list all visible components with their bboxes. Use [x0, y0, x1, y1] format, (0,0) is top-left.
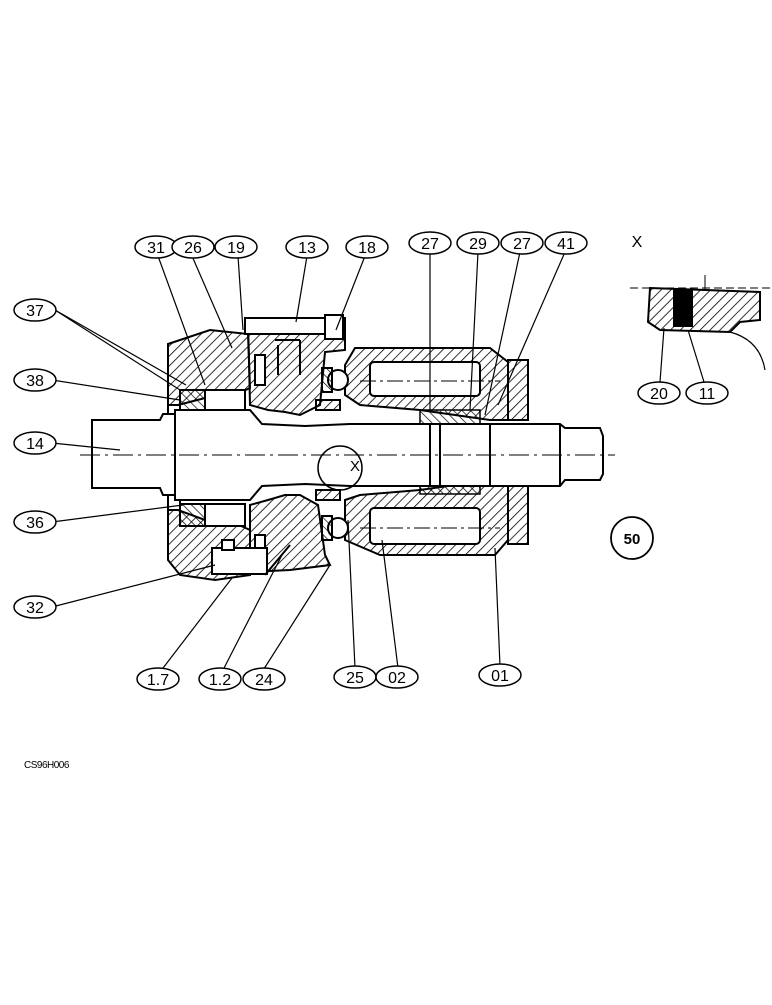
callout-label: 11	[699, 386, 716, 403]
callout-17: 1.7	[136, 667, 180, 691]
callout-label: 1.7	[147, 672, 169, 689]
callout-label: 14	[26, 436, 44, 453]
callout-14: 14	[13, 431, 57, 455]
callout-36: 36	[13, 510, 57, 534]
swash-housing	[246, 317, 346, 574]
detail-marker-x: X	[632, 234, 643, 251]
callout-41: 41	[544, 231, 588, 255]
callout-label: 25	[346, 670, 364, 687]
callout-37: 37	[13, 298, 57, 322]
page-badge: 50	[610, 516, 654, 560]
callout-label: 29	[469, 236, 487, 253]
callout-label: 31	[147, 240, 165, 257]
callout-01: 01	[478, 663, 522, 687]
piston-shoes	[321, 367, 349, 541]
port-plate	[507, 359, 529, 545]
callout-label: 32	[26, 600, 44, 617]
callout-label: 20	[650, 386, 668, 403]
callout-label: 36	[26, 515, 44, 532]
callout-24: 24	[242, 667, 286, 691]
callout-20: 20	[637, 381, 681, 405]
leader-lines	[51, 251, 566, 673]
cylinder-block	[344, 347, 509, 556]
callout-13: 13	[285, 235, 329, 259]
callout-label: 41	[557, 236, 575, 253]
callout-27: 27	[500, 231, 544, 255]
callout-38: 38	[13, 368, 57, 392]
drive-shaft	[80, 409, 615, 501]
callout-label: 27	[421, 236, 439, 253]
callout-label: 01	[491, 668, 509, 685]
figure-code: CS96H006	[24, 760, 69, 771]
callout-18: 18	[345, 235, 389, 259]
bottom-valve	[211, 539, 291, 576]
callout-label: 19	[227, 240, 245, 257]
callout-label: 1.2	[209, 672, 231, 689]
callout-25: 25	[333, 665, 377, 689]
callout-label: 02	[388, 670, 406, 687]
callout-26: 26	[171, 235, 215, 259]
callout-31: 31	[134, 235, 178, 259]
callout-label: 38	[26, 373, 44, 390]
callout-label: 13	[298, 240, 316, 257]
callout-label: 37	[26, 303, 44, 320]
callout-label: 26	[184, 240, 202, 257]
callout-29: 29	[456, 231, 500, 255]
shaft-seals	[315, 399, 363, 501]
callout-02: 02	[375, 665, 419, 689]
callout-19: 19	[214, 235, 258, 259]
page-badge-label: 50	[624, 531, 641, 548]
callout-label: 27	[513, 236, 531, 253]
callout-label: 24	[255, 672, 273, 689]
callout-12: 1.2	[198, 667, 242, 691]
callout-label: 18	[358, 240, 376, 257]
callout-11: 11	[685, 381, 729, 405]
callout-32: 32	[13, 595, 57, 619]
section-marker-x: X	[350, 458, 360, 475]
detail-view-x	[630, 275, 770, 383]
callout-27: 27	[408, 231, 452, 255]
